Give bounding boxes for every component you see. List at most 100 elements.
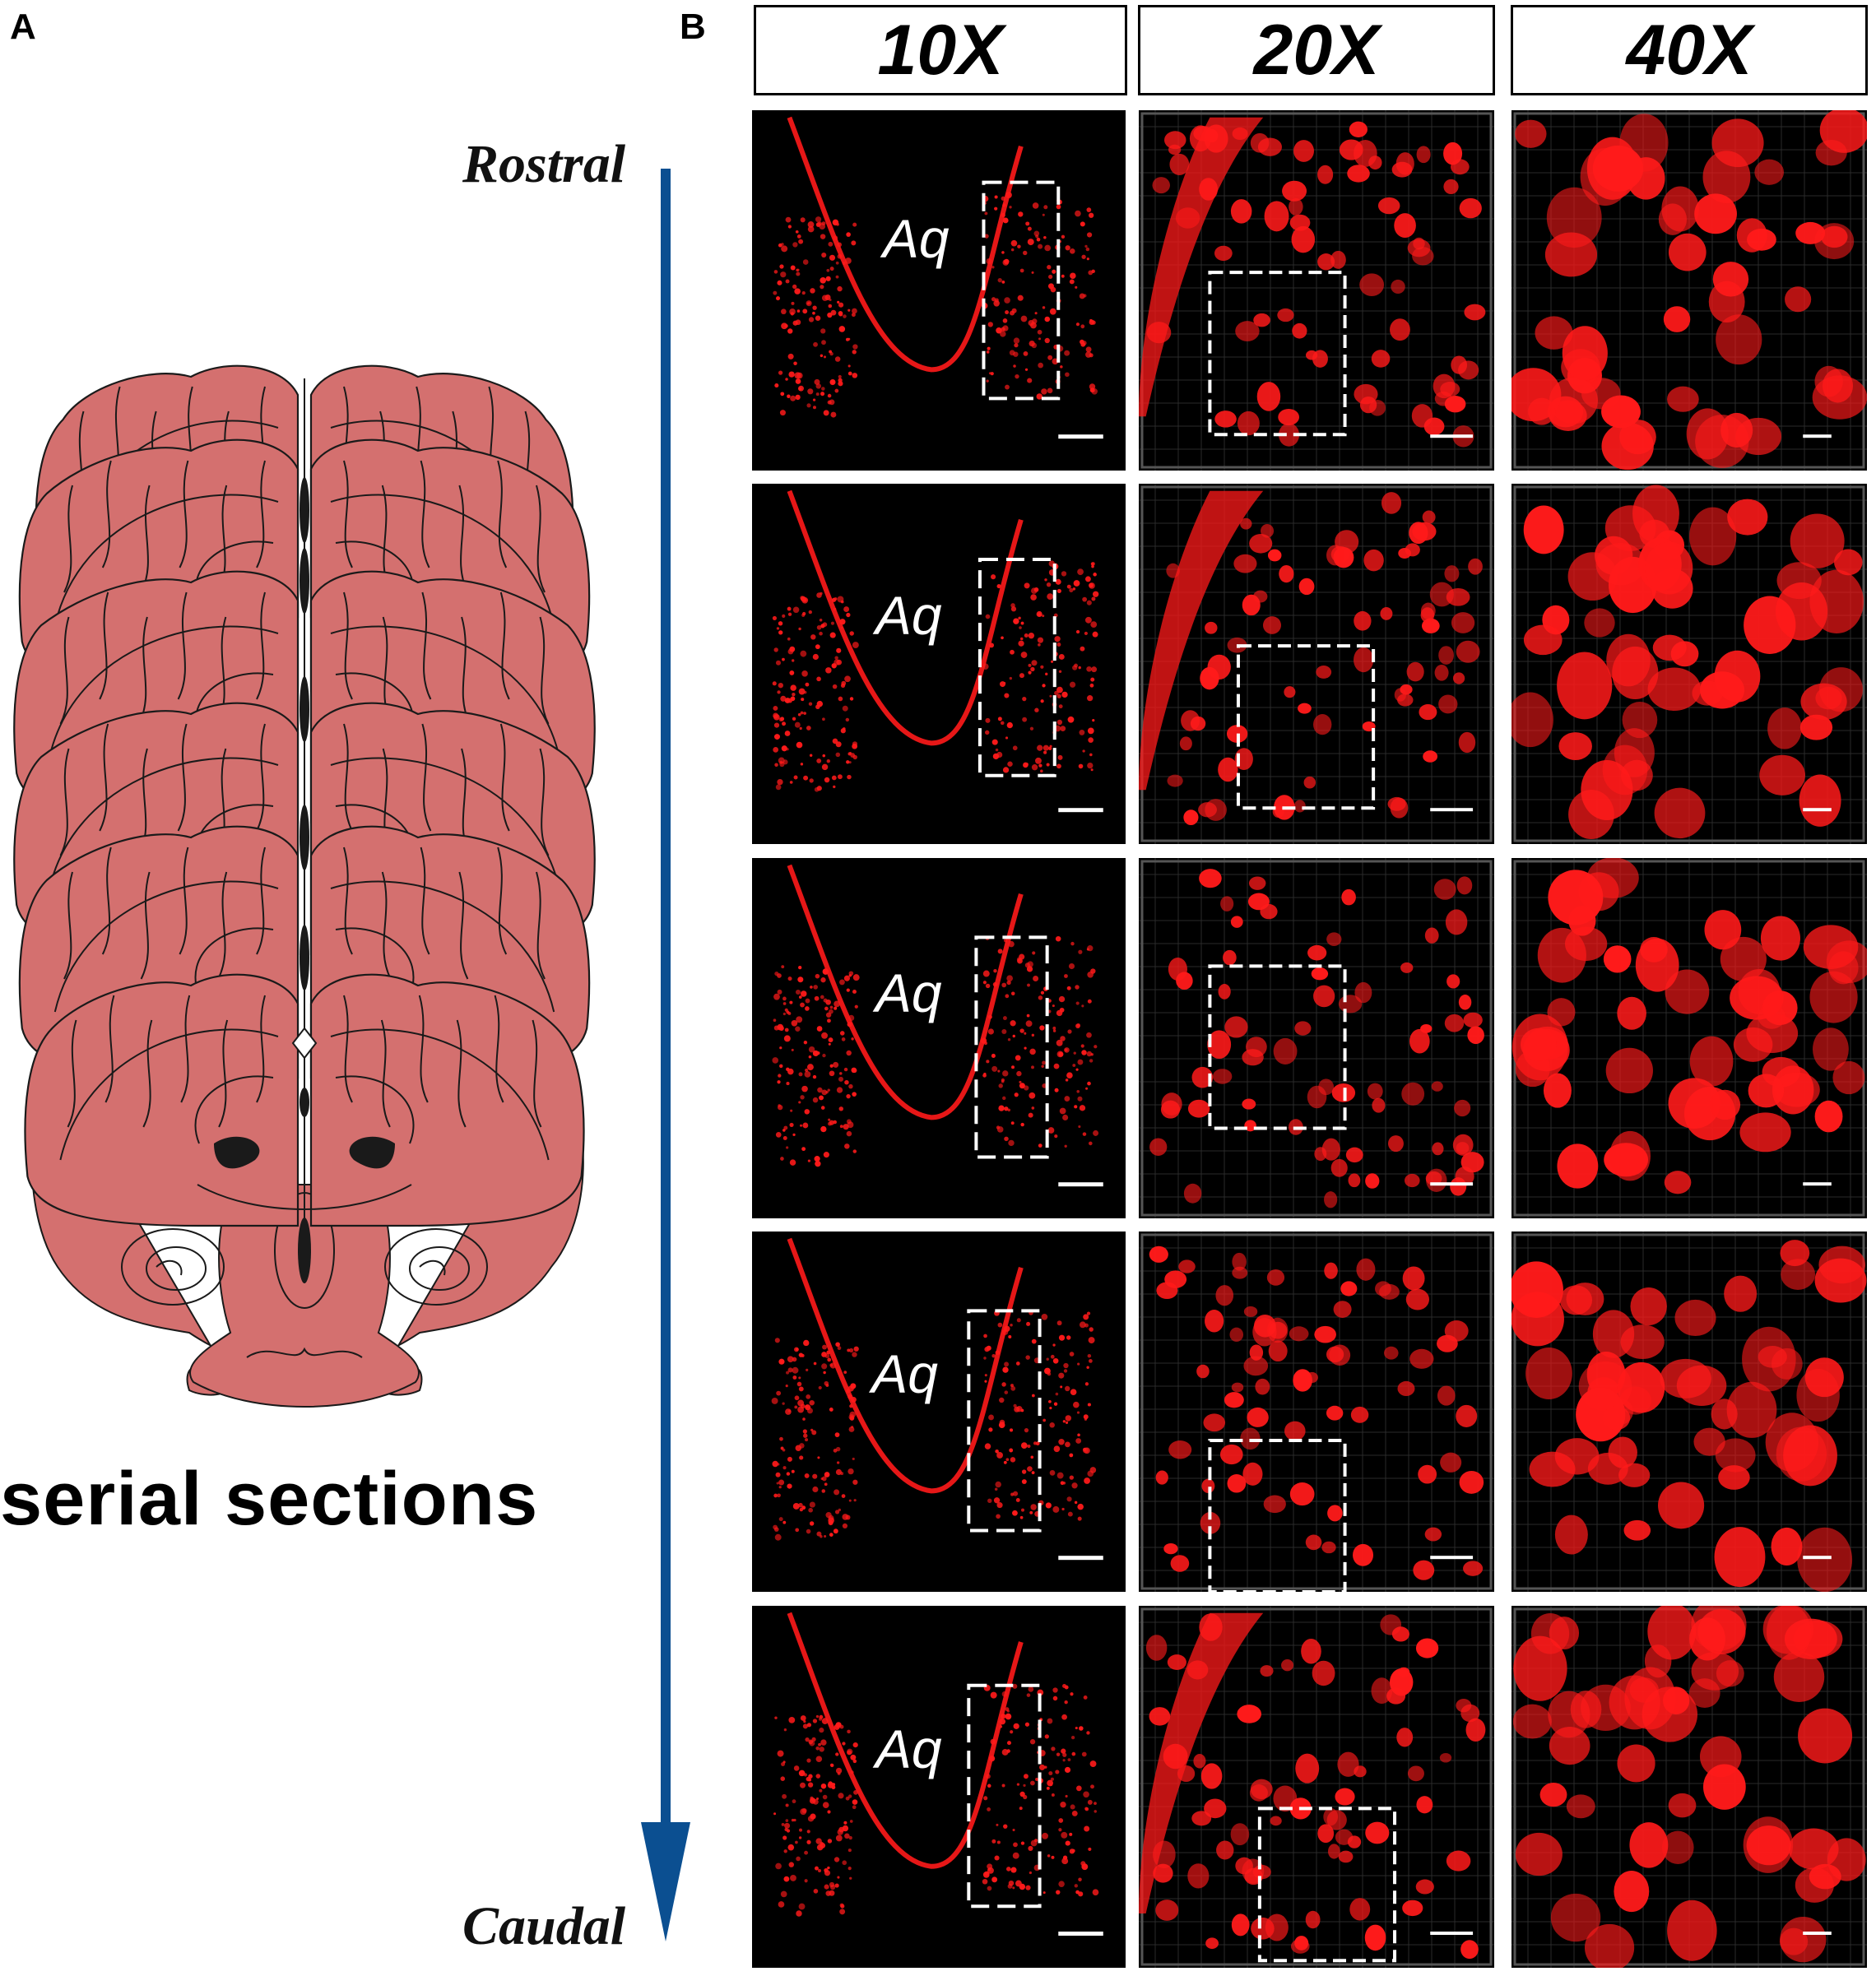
aqueduct-label: Aq [875,962,942,1024]
stained-neurons [773,192,1098,418]
stained-neurons [772,935,1099,1167]
scale-bar [1803,1932,1832,1935]
rostral-label: Rostral [462,134,626,194]
header-10x: 10X [754,5,1127,95]
roi-box [977,557,1056,777]
header-20x-text: 20X [1253,10,1380,90]
stained-neurons [1511,858,1867,1194]
roi-box [967,1309,1042,1533]
scale-bar [1803,808,1832,812]
micrograph-frame [1513,112,1865,469]
roi-box [1208,1439,1347,1592]
stained-neurons [1166,492,1483,826]
micrograph-row2-10x: Aq [752,484,1126,844]
micrograph-image [1511,858,1867,1218]
micrograph-image [1139,110,1494,471]
micrograph-frame [1513,1233,1865,1590]
scale-bar [1803,434,1832,438]
aqueduct-label: Aq [882,207,950,269]
micrograph-image [771,1237,1103,1561]
micrograph-frame [1140,860,1493,1217]
micrograph-row5-20x [1139,1606,1494,1968]
micrograph-image [1511,1606,1867,1968]
brain-section-1 [24,973,585,1227]
micrograph-row1-40x [1511,110,1867,471]
micrograph-frame [1140,1233,1493,1590]
micrograph-row3-20x [1139,858,1494,1218]
scale-bar [1058,808,1103,813]
micrograph-image [773,116,1103,439]
micrograph-row4-10x: Aq [752,1232,1126,1592]
micrograph-frame [1140,485,1493,842]
brain-serial-sections-illustration [13,169,690,1941]
stained-neurons [1511,485,1864,840]
stained-neurons [1149,869,1484,1208]
rostral-caudal-arrow [641,169,690,1941]
aqueduct-label: Aq [871,1343,938,1405]
micrograph-row1-10x: Aq [752,110,1126,471]
micrograph-frame [1513,1607,1865,1966]
micrograph-image [773,1612,1103,1936]
ependymal-band [1139,1612,1264,1913]
micrograph-image [1511,110,1867,471]
aqueduct-wall [787,864,1024,1120]
micrograph-image [1139,1606,1494,1968]
micrograph-image [1139,1232,1494,1592]
roi-box [974,935,1049,1159]
micrograph-image [772,489,1103,813]
micrograph-image [1139,858,1494,1218]
header-20x: 20X [1138,5,1495,95]
roi-box [1257,1807,1397,1963]
scale-bar [1803,1556,1832,1560]
aqueduct-wall [787,489,1024,746]
micrograph-gridlines [1139,858,1494,1218]
scale-bar [1430,434,1474,438]
scale-bar [1058,1932,1103,1936]
roi-box [1208,964,1347,1130]
scale-bar [1058,1556,1103,1561]
scale-bar [1803,1182,1832,1186]
aqueduct-label: Aq [875,585,942,647]
micrograph-frame [1140,112,1493,469]
micrograph-row3-40x [1511,858,1867,1218]
micrograph-row2-20x [1139,484,1494,844]
micrograph-row4-20x [1139,1232,1494,1592]
micrograph-image [772,864,1103,1187]
roi-box [1236,644,1376,810]
ependymal-band [1139,117,1264,417]
micrograph-row2-40x [1511,484,1867,844]
stained-neurons [1512,1606,1866,1968]
roi-box [982,180,1061,401]
scale-bar [1430,1932,1474,1935]
micrograph-row5-40x [1511,1606,1867,1968]
aqueduct-label: Aq [875,1719,942,1779]
stained-neurons [1511,110,1867,471]
stained-neurons [1145,1613,1486,1960]
caudal-label: Caudal [462,1896,626,1956]
micrograph-image [1511,484,1867,844]
roi-box [1208,271,1347,437]
micrograph-row1-20x [1139,110,1494,471]
stained-neurons [1149,1245,1484,1580]
scale-bar [1430,1182,1474,1186]
aqueduct-wall [787,116,1024,373]
scale-bar [1430,1556,1474,1560]
stained-neurons [773,1683,1099,1917]
micrograph-frame [1140,1607,1493,1966]
micrograph-gridlines [1139,1232,1494,1592]
header-10x-text: 10X [877,10,1004,90]
stained-neurons [1511,1240,1867,1592]
scale-bar [1058,434,1103,439]
scale-bar [1430,808,1474,812]
brain-section-stack [13,364,596,1408]
scale-bar [1058,1182,1103,1187]
micrograph-row3-10x: Aq [752,858,1126,1218]
aqueduct-wall [787,1612,1024,1869]
panel-label-a: A [10,7,36,47]
stained-neurons [771,1310,1097,1541]
micrograph-row4-40x [1511,1232,1867,1592]
micrograph-frame [1513,485,1865,842]
panel-label-b: B [680,7,706,47]
ependymal-band [1139,490,1264,791]
micrograph-row5-10x: Aq [752,1606,1126,1968]
